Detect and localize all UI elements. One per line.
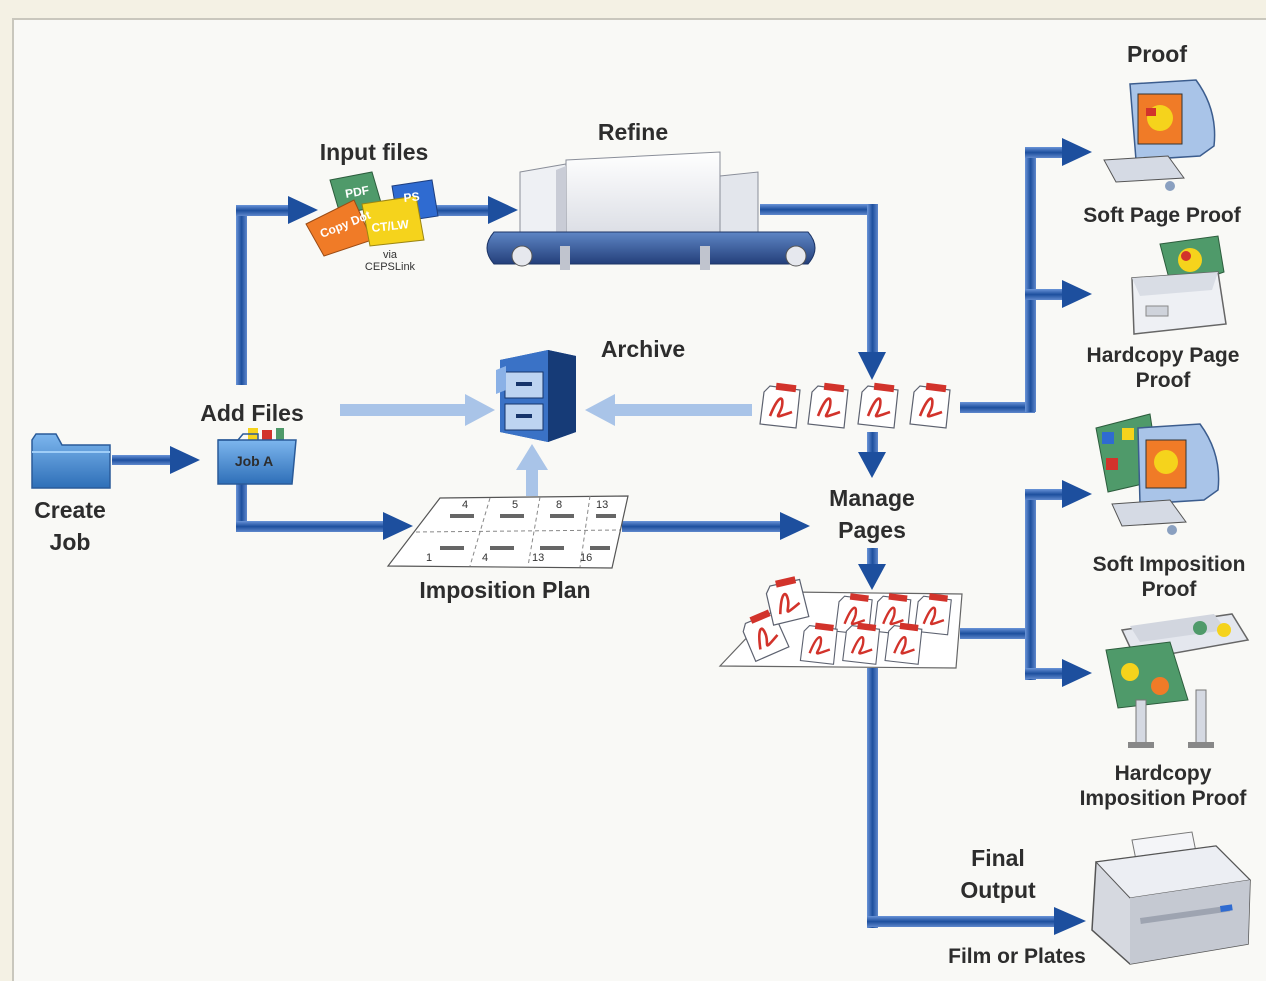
- conveyor-machine-icon: [486, 151, 816, 270]
- imposition-plan-sheet: [386, 495, 629, 569]
- soft-imposition-proof-label-line2: Proof: [1142, 578, 1198, 601]
- soft-imposition-proof-label-line1: Soft Imposition: [1093, 553, 1246, 576]
- imposition-plan-label: Imposition Plan: [419, 577, 590, 603]
- final-output-label-line2: Output: [960, 877, 1036, 903]
- wide-format-printer-icon: [1105, 613, 1250, 748]
- manage-pages-label-line2: Pages: [838, 517, 906, 543]
- imposed-sheet: [718, 571, 963, 669]
- hardcopy-page-proof-label-line1: Hardcopy Page: [1087, 344, 1240, 367]
- input-documents-icon: [305, 171, 439, 257]
- hardcopy-imposition-proof-label-line1: Hardcopy: [1115, 762, 1212, 785]
- platesetter-icon: [1091, 831, 1252, 965]
- add-files-label: Add Files: [200, 400, 304, 426]
- pdf-page-icon: [799, 621, 839, 666]
- monitor-icon: [1103, 79, 1216, 191]
- desktop-printer-icon: [1131, 235, 1227, 335]
- folder-open-icon: [217, 428, 297, 485]
- cepslink-label: CEPSLink: [365, 261, 416, 273]
- proof-heading: Proof: [1127, 41, 1187, 67]
- film-or-plates-label: Film or Plates: [948, 945, 1086, 968]
- folder-icon: [31, 433, 111, 489]
- imposition-page-number: 13: [596, 499, 608, 511]
- imposition-page-number: 1: [426, 552, 432, 564]
- via-label: via: [383, 249, 398, 261]
- input-files-label: Input files: [320, 139, 429, 165]
- pdf-page-icon: [806, 381, 850, 430]
- ct-lw-doc-label: CT/LW: [371, 217, 410, 235]
- hardcopy-imposition-proof-label-line2: Imposition Proof: [1080, 787, 1248, 810]
- pdf-page-icon: [883, 621, 924, 666]
- create-job-label-line2: Job: [50, 529, 91, 555]
- archive-label: Archive: [601, 336, 685, 362]
- monitor-icon: [1095, 413, 1220, 535]
- imposition-page-number: 4: [482, 552, 488, 564]
- manage-pages-label-line1: Manage: [829, 485, 915, 511]
- connector-arrows: [112, 138, 1092, 935]
- file-cabinet-icon: [496, 350, 576, 442]
- pdf-doc-label: PDF: [344, 183, 370, 201]
- imposition-page-number: 16: [580, 552, 592, 564]
- pdf-page-icon: [856, 381, 900, 430]
- create-job-label-line1: Create: [34, 497, 106, 523]
- pdf-pages-row: [758, 381, 952, 430]
- soft-page-proof-label: Soft Page Proof: [1083, 204, 1242, 227]
- imposition-page-number: 5: [512, 499, 518, 511]
- imposition-page-number: 4: [462, 499, 468, 511]
- imposition-page-number: 13: [532, 552, 544, 564]
- imposition-page-number: 8: [556, 499, 562, 511]
- pdf-page-icon: [908, 381, 952, 430]
- pdf-page-icon: [758, 381, 802, 430]
- refine-label: Refine: [598, 119, 668, 145]
- pdf-page-icon: [841, 621, 881, 666]
- ps-doc-label: PS: [403, 189, 420, 205]
- hardcopy-page-proof-label-line2: Proof: [1136, 369, 1192, 392]
- final-output-label-line1: Final: [971, 845, 1025, 871]
- job-a-label: Job A: [235, 453, 273, 469]
